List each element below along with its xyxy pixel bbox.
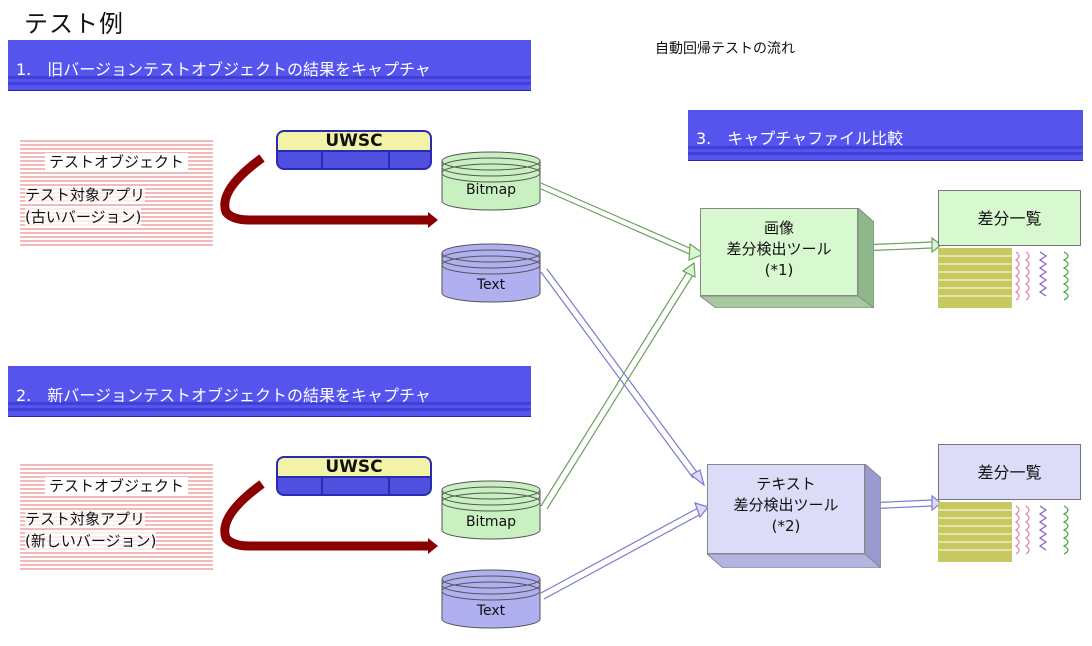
- image-tool-line1: 画像: [763, 219, 794, 237]
- text-label: Text: [476, 277, 506, 293]
- flow-bitmap-old-to-image-tool: [540, 182, 706, 261]
- bitmap-label: Bitmap: [465, 514, 517, 530]
- capture-arrow-1: [220, 154, 428, 225]
- test-object-header: テストオブジェクト: [44, 153, 188, 171]
- test-object-line2: (古いバージョン): [25, 208, 142, 226]
- diff-list-illustration-1: [938, 248, 1078, 314]
- text-tool-line1: テキスト: [756, 475, 816, 493]
- image-diff-tool: 画像 差分検出ツール (*1): [700, 208, 874, 308]
- uwsc-label: UWSC: [276, 130, 432, 150]
- uwsc-label: UWSC: [276, 456, 432, 476]
- flow-text-new-to-text-tool: [540, 502, 710, 600]
- section-banner-2: 2. 新バージョンテストオブジェクトの結果をキャプチャ: [8, 366, 531, 417]
- text-capture-old: Text: [441, 243, 541, 303]
- bitmap-capture-new: Bitmap: [441, 480, 541, 540]
- page-title: テスト例: [24, 10, 124, 38]
- test-object-old: テストオブジェクト テスト対象アプリ (古いバージョン): [20, 140, 213, 246]
- result-box-image: 差分一覧: [938, 190, 1081, 246]
- diff-list-illustration-2: [938, 502, 1078, 568]
- section-3-label: 3. キャプチャファイル比較: [696, 129, 904, 148]
- uwsc-tool-2: UWSC: [276, 456, 432, 496]
- text-diff-tool: テキスト 差分検出ツール (*2): [707, 464, 881, 568]
- result-box-text: 差分一覧: [938, 444, 1081, 500]
- capture-arrowhead-2: [428, 538, 438, 554]
- section-1-label: 1. 旧バージョンテストオブジェクトの結果をキャプチャ: [16, 60, 431, 79]
- test-object-line1: テスト対象アプリ: [25, 186, 146, 204]
- capture-arrowhead-1: [428, 212, 438, 228]
- section-banner-3: 3. キャプチャファイル比較: [688, 110, 1083, 161]
- uwsc-tool-1: UWSC: [276, 130, 432, 170]
- bitmap-capture-old: Bitmap: [441, 151, 541, 211]
- text-label: Text: [476, 603, 506, 619]
- section-banner-1: 1. 旧バージョンテストオブジェクトの結果をキャプチャ: [8, 40, 531, 91]
- test-object-header: テストオブジェクト: [44, 477, 188, 495]
- capture-arrow-2: [220, 480, 428, 551]
- text-tool-line2: 差分検出ツール: [733, 496, 839, 514]
- test-object-new: テストオブジェクト テスト対象アプリ (新しいバージョン): [20, 464, 213, 570]
- test-object-line1: テスト対象アプリ: [25, 510, 146, 528]
- test-object-line2: (新しいバージョン): [25, 532, 157, 550]
- bitmap-label: Bitmap: [465, 182, 517, 198]
- image-tool-line2: 差分検出ツール: [726, 240, 832, 258]
- image-tool-line3: (*1): [764, 261, 794, 279]
- text-tool-line3: (*2): [771, 517, 801, 535]
- flow-text-old-to-text-tool: [540, 268, 706, 487]
- flow-bitmap-new-to-image-tool: [540, 261, 696, 510]
- diagram-subtitle: 自動回帰テストの流れ: [655, 41, 795, 57]
- text-capture-new: Text: [441, 569, 541, 629]
- section-2-label: 2. 新バージョンテストオブジェクトの結果をキャプチャ: [16, 386, 431, 405]
